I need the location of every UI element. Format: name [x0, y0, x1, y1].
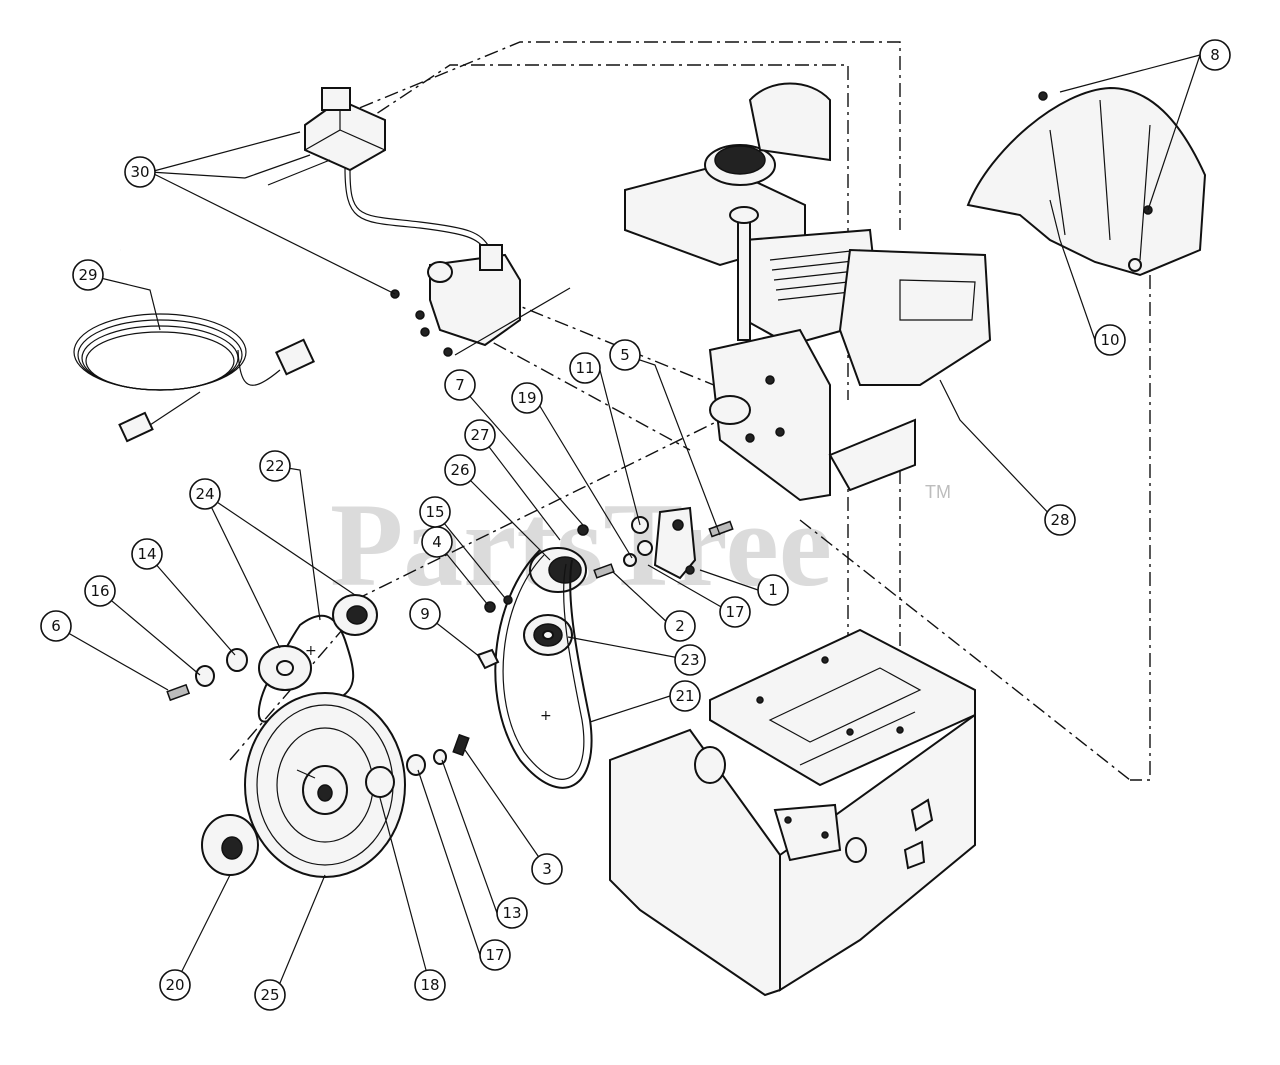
auger-pulley-part — [244, 692, 406, 878]
callout-22: 22 — [259, 450, 291, 482]
callouts: 1 2 3 4 5 6 7 8 9 10 11 13 14 15 16 17 1… — [40, 39, 1231, 1011]
callout-label: 15 — [425, 503, 444, 521]
callout-label: 24 — [195, 485, 214, 503]
belt-cover-part — [966, 86, 1207, 277]
callout-label: 1 — [768, 581, 778, 599]
callout-label: 17 — [725, 603, 744, 621]
power-cord-part — [73, 313, 315, 443]
frame-housing-part — [609, 628, 976, 997]
svg-text:+: + — [305, 643, 317, 659]
callout-label: 9 — [420, 605, 430, 623]
watermark-trademark: TM — [925, 482, 951, 502]
callout-label: 21 — [675, 687, 694, 705]
pulley-halves-part — [258, 594, 378, 691]
engine-part — [624, 82, 992, 502]
callout-label: 8 — [1210, 46, 1220, 64]
callout-3: 3 — [531, 853, 563, 885]
callout-11: 11 — [569, 352, 601, 384]
callout-8: 8 — [1199, 39, 1231, 71]
callout-30: 30 — [124, 156, 156, 188]
callout-13: 13 — [496, 897, 528, 929]
callout-label: 30 — [130, 163, 149, 181]
callout-label: 11 — [575, 359, 594, 377]
callout-label: 28 — [1050, 511, 1069, 529]
drive-belt-part: + — [494, 549, 593, 789]
callout-27: 27 — [464, 419, 496, 451]
watermark-text: PartsTree — [330, 478, 832, 611]
callout-28: 28 — [1044, 504, 1076, 536]
callout-label: 7 — [455, 376, 465, 394]
callout-label: 22 — [265, 457, 284, 475]
callout-26: 26 — [444, 454, 476, 486]
callout-label: 14 — [137, 545, 156, 563]
callout-label: 18 — [420, 976, 439, 994]
callout-10: 10 — [1094, 324, 1126, 356]
callout-label: 6 — [51, 617, 61, 635]
callout-4: 4 — [421, 526, 453, 558]
callout-9: 9 — [409, 598, 441, 630]
callout-label: 17 — [485, 946, 504, 964]
callout-14: 14 — [131, 538, 163, 570]
callout-label: 23 — [680, 651, 699, 669]
callout-label: 27 — [470, 426, 489, 444]
callout-1: 1 — [757, 574, 789, 606]
switch-box-part — [244, 87, 491, 251]
callout-16: 16 — [84, 575, 116, 607]
callout-29: 29 — [72, 259, 104, 291]
idler-bracket-part — [577, 506, 734, 580]
callout-label: 26 — [450, 461, 469, 479]
callout-20: 20 — [159, 969, 191, 1001]
callout-label: 2 — [675, 617, 685, 635]
svg-text:+: + — [540, 708, 552, 724]
callout-label: 19 — [517, 389, 536, 407]
callout-25: 25 — [254, 979, 286, 1011]
small-hardware-part — [476, 595, 513, 670]
engine-pulley-part — [523, 547, 587, 656]
callout-17a: 17 — [719, 596, 751, 628]
callout-7: 7 — [444, 369, 476, 401]
callout-label: 25 — [260, 986, 279, 1004]
callout-label: 5 — [620, 346, 630, 364]
washers-bolts-part — [166, 648, 470, 798]
callout-19: 19 — [511, 382, 543, 414]
callout-15: 15 — [419, 496, 451, 528]
callout-23: 23 — [674, 644, 706, 676]
callout-label: 29 — [78, 266, 97, 284]
callout-6: 6 — [40, 610, 72, 642]
callout-label: 4 — [432, 533, 442, 551]
callout-2: 2 — [664, 610, 696, 642]
callout-label: 13 — [502, 904, 521, 922]
callout-24: 24 — [189, 478, 221, 510]
callout-label: 10 — [1100, 331, 1119, 349]
callout-5: 5 — [609, 339, 641, 371]
callout-17b: 17 — [479, 939, 511, 971]
callout-21: 21 — [669, 680, 701, 712]
electric-starter-part — [390, 244, 571, 357]
callout-label: 3 — [542, 860, 552, 878]
callout-label: 20 — [165, 976, 184, 994]
callout-18: 18 — [414, 969, 446, 1001]
callout-label: 16 — [90, 582, 109, 600]
pulley-hub-part — [201, 814, 259, 876]
